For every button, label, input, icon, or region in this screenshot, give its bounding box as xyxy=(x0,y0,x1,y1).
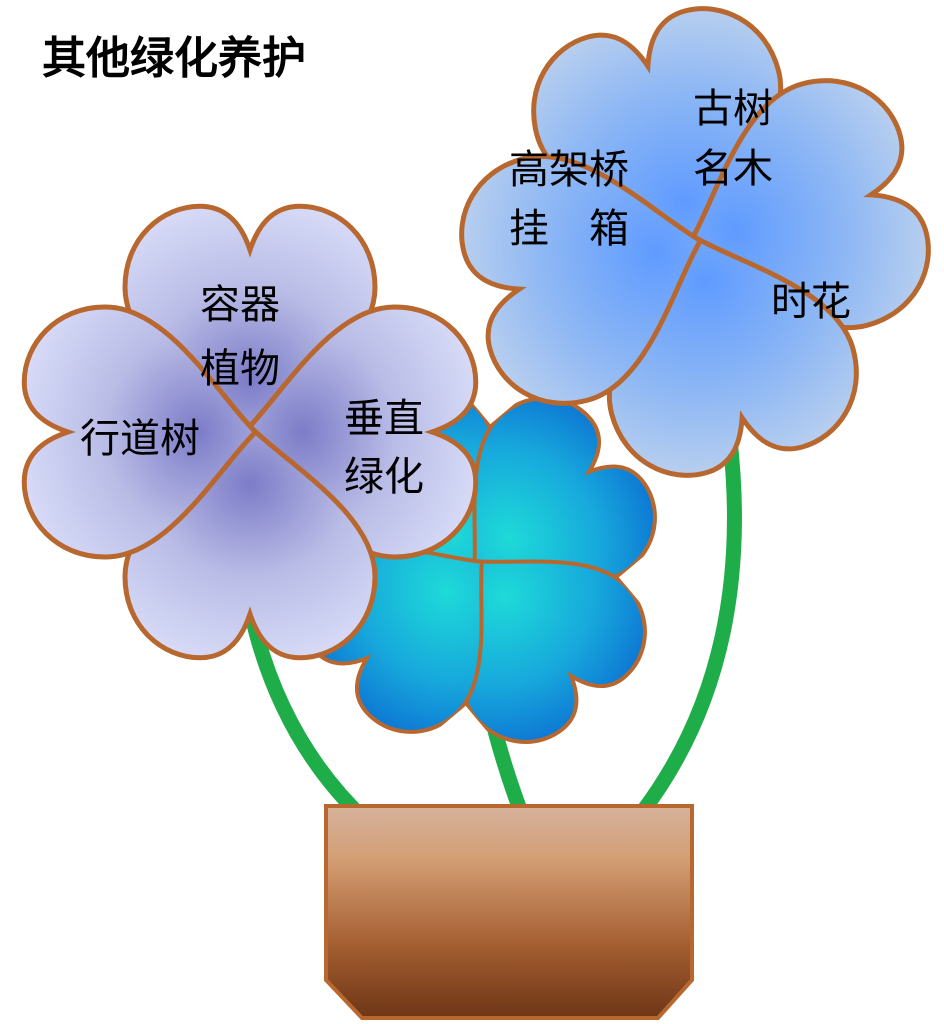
label-overpass-boxes-line2: 挂 箱 xyxy=(509,206,629,252)
label-ancient-trees-line2: 名木 xyxy=(693,146,773,192)
label-vertical-greening-line2: 绿化 xyxy=(344,454,424,500)
flower-pot xyxy=(324,804,694,1020)
label-seasonal-flowers: 时花 xyxy=(771,279,851,325)
label-container-plants-line2: 植物 xyxy=(200,346,280,392)
page-title: 其他绿化养护 xyxy=(42,33,306,84)
label-ancient-trees-line1: 古树 xyxy=(693,86,773,132)
label-overpass-boxes-line1: 高架桥 xyxy=(509,147,629,193)
label-street-trees: 行道树 xyxy=(80,416,200,462)
label-container-plants-line1: 容器 xyxy=(200,282,280,328)
label-vertical-greening-line1: 垂直 xyxy=(344,396,424,442)
stem-right xyxy=(632,432,742,823)
